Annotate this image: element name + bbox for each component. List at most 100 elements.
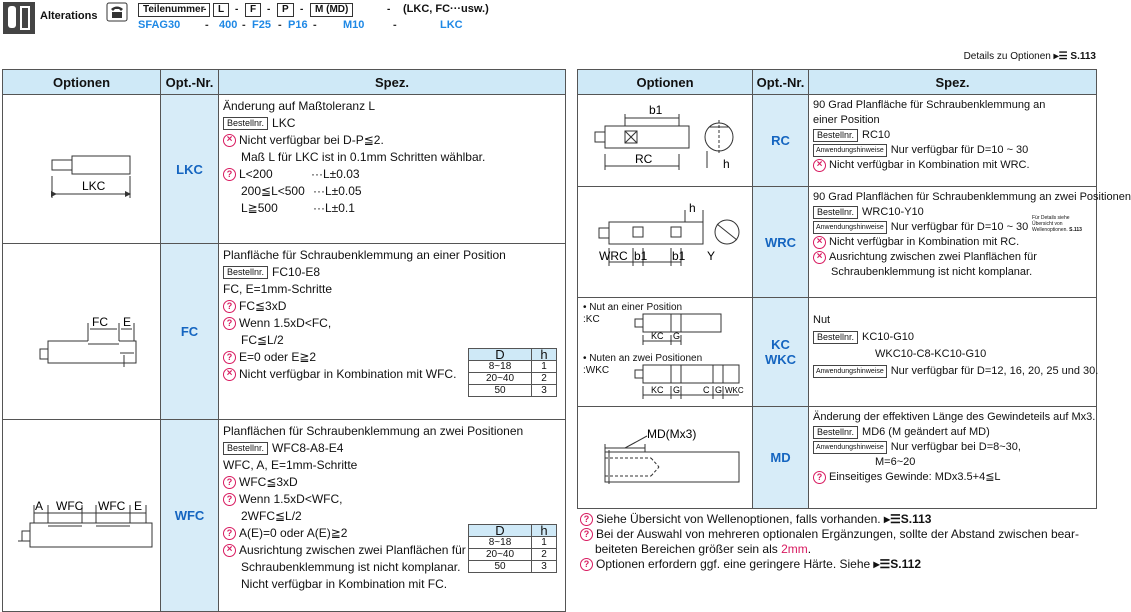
dh-cell: 3 <box>531 384 557 397</box>
reference-arrow-icon: ▸☰ <box>883 512 901 526</box>
spec-line: ?Einseitiges Gewinde: MDx3.5+4≦L <box>813 470 1092 485</box>
g-dim-label: G <box>673 385 680 395</box>
spec-line: 200≦L<500···L±0.05 <box>223 183 561 200</box>
wfc-dim-label: WFC <box>98 499 126 513</box>
dh-cell: 2 <box>531 548 557 561</box>
spec-text: Nicht verfügbar in Kombination mit FC. <box>241 577 448 591</box>
footnote-text: beiteten Bereichen größer sein als <box>595 542 782 556</box>
spec-text: L≧500 <box>241 201 278 215</box>
footnote-ref: S.113 <box>900 512 932 526</box>
spec-text: Nicht verfügbar in Kombination mit RC. <box>829 236 1020 248</box>
spec-text: FC≦L/2 <box>241 333 284 347</box>
spec-text: 2WFC≦L/2 <box>241 509 302 523</box>
footnote: ?Bei der Auswahl von mehreren optionalen… <box>580 527 1079 542</box>
right-options-table: Optionen Opt.-Nr. Spez. b1 RC <box>577 69 1131 509</box>
spec-text: Schraubenklemmung ist nicht komplanar. <box>241 560 461 574</box>
lkc-dim-label: LKC <box>82 179 106 193</box>
option-image-md: MD(Mx3) <box>577 406 753 509</box>
length-code-box: L <box>213 3 230 17</box>
spec-text: Änderung der effektiven Länge des Gewind… <box>813 411 1096 423</box>
spec-line: Nut <box>813 312 1092 329</box>
spec-line: Änderung auf Maßtoleranz L <box>223 98 561 115</box>
e-dim-label: E <box>123 315 131 329</box>
suffix-text: (LKC, FC···usw.) <box>403 3 489 15</box>
wfc-drawing: A WFC WFC E <box>18 499 153 548</box>
info-icon: ? <box>223 527 236 541</box>
spec-text: WKC10-C8-KC10-G10 <box>875 348 987 360</box>
dh-cell: 1 <box>531 536 557 549</box>
spec-line: Nicht verfügbar in Kombination mit FC. <box>223 576 561 593</box>
dh-cell: 2 <box>531 372 557 385</box>
badge-label: Bestellnr. <box>813 330 859 344</box>
spec-text: E=0 oder E≧2 <box>239 350 317 364</box>
option-image-kc-wkc: • Nut an einer Position :KC • Nuten an z… <box>577 297 753 407</box>
badge-label: Bestellnr. <box>223 442 269 456</box>
spec-line: Bestellnr.MD6 (M geändert auf MD) <box>813 425 1092 440</box>
dh-cell: 1 <box>531 360 557 373</box>
badge-label: Bestellnr. <box>813 128 859 142</box>
spec-text: FC≦3xD <box>239 299 287 313</box>
separator: - <box>313 19 317 31</box>
spec-line: ?Wenn 1.5xD<WFC, <box>223 491 561 508</box>
lkc-drawing: LKC <box>51 155 131 198</box>
info-icon: ? <box>223 493 236 507</box>
dh-header-d: D <box>468 348 532 361</box>
option-code-kc-wkc: KC WKC <box>752 297 809 407</box>
spec-line: Bestellnr.FC10-E8 <box>223 264 561 281</box>
spec-line: FC, E=1mm-Schritte <box>223 281 561 298</box>
wkc-note: • Nuten an zwei Positionen :WKC <box>583 353 702 377</box>
not-available-icon: × <box>223 544 236 558</box>
md-dim-label: MD(Mx3) <box>647 427 696 441</box>
length-value: 400 <box>219 19 238 31</box>
spec-line: WKC10-C8-KC10-G10 <box>813 346 1092 363</box>
phone-order-icon <box>106 2 128 22</box>
kc-note: • Nut an einer Position :KC <box>583 302 682 326</box>
spec-text: Änderung auf Maßtoleranz L <box>223 99 376 113</box>
e-dim-label: E <box>134 499 142 513</box>
spec-text: Ausrichtung zwischen zwei Planflächen fü… <box>829 251 1037 263</box>
spec-line: ?WFC≦3xD <box>223 474 561 491</box>
spec-text: Nicht verfügbar bei D-P≦2. <box>239 133 384 147</box>
col-header-opt-nr: Opt.-Nr. <box>160 69 219 95</box>
spec-line: Maß L für LKC ist in 0.1mm Schritten wäh… <box>223 149 561 166</box>
footnote-ref: S.112 <box>890 557 921 571</box>
spec-text: Nicht verfügbar in Kombination mit WRC. <box>829 159 1030 171</box>
option-row-md: MD(Mx3) MD Änderung der effektiven Länge… <box>577 406 1097 509</box>
footnote: ?Optionen erfordern ggf. eine geringere … <box>580 557 1079 572</box>
option-code-fc: FC <box>160 243 219 420</box>
kc-dim-label: KC <box>651 331 664 341</box>
spec-text: L<200 <box>239 167 273 181</box>
option-spec-wrc: Für Details siehe Übersicht von Wellenop… <box>808 186 1131 298</box>
wfc-dim-label: WFC <box>56 499 84 513</box>
option-image-wrc: h WRC b1 b1 Y <box>577 186 753 298</box>
spec-text: Nur verfügbar für D=12, 16, 20, 25 und 3… <box>890 365 1099 377</box>
spec-line: einer Position <box>813 113 1092 128</box>
spec-text: Ausrichtung zwischen zwei Planflächen fü… <box>239 543 466 557</box>
separator: - <box>267 4 271 15</box>
spec-line: WFC, A, E=1mm-Schritte <box>223 457 561 474</box>
option-row-wrc: h WRC b1 b1 Y WRC Für Details siehe Über… <box>577 186 1131 298</box>
spec-tolerance: ···L±0.03 <box>311 167 360 181</box>
spec-text: WFC≦3xD <box>239 475 298 489</box>
kc-note-line: :KC <box>583 314 600 325</box>
info-icon: ? <box>813 470 826 484</box>
reference-arrow-icon: ▸☰ <box>1053 51 1068 62</box>
details-reference[interactable]: Details zu Optionen ▸☰ S.113 <box>964 51 1096 62</box>
option-image-rc: b1 RC h <box>577 94 753 187</box>
dh-cell: 3 <box>531 560 557 573</box>
spec-text: Schraubenklemmung ist nicht komplanar. <box>831 266 1033 278</box>
spec-text: A(E)=0 oder A(E)≧2 <box>239 526 348 540</box>
part-code-box: Teilenummer <box>138 3 210 17</box>
spec-text: Planfläche für Schraubenklemmung an eine… <box>223 248 506 262</box>
spec-line: Schraubenklemmung ist nicht komplanar. <box>223 559 561 576</box>
spec-line: ?L<200···L±0.03 <box>223 166 561 183</box>
dh-cell: 50 <box>468 560 532 573</box>
not-available-icon: × <box>813 235 826 249</box>
